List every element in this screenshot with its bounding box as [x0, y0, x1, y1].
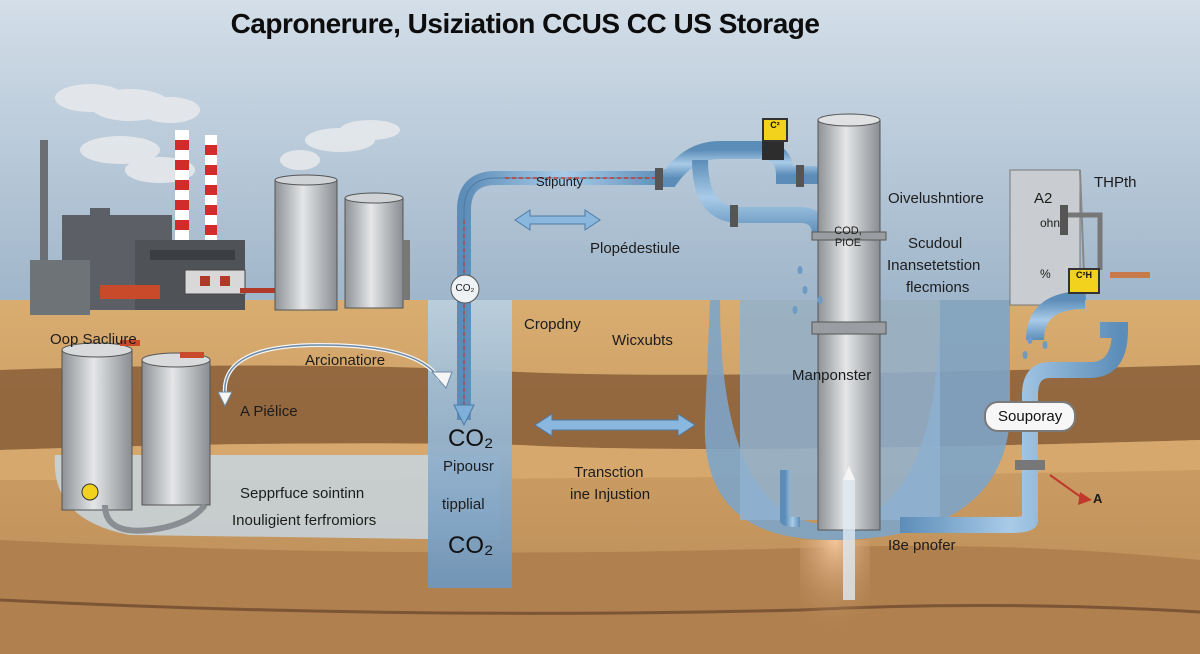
diagram-title: Capronerure, Usiziation CCUS CC US Stora…: [230, 8, 820, 39]
label-co2-pioe: COD, PIOE: [834, 225, 862, 250]
injection-pipe: [450, 171, 665, 427]
label-inouligient: Inouligient ferfromiors: [232, 512, 377, 529]
flow-arrows: [514, 209, 696, 437]
label-manponster: Manponster: [792, 367, 872, 384]
label-co2-bottom: CO₂: [448, 532, 494, 559]
label-co2-circle: CO₂: [455, 283, 475, 294]
gauge-sign-top: C²: [762, 118, 788, 142]
sign-right-text: C²H: [1076, 270, 1092, 280]
well-column: [780, 113, 887, 600]
label-arcionatiore: Arcionatiore: [305, 352, 386, 369]
surface-tanks: [274, 174, 410, 311]
water-droplets: [792, 266, 1048, 359]
label-transction: Transction: [574, 464, 644, 481]
label-co2-top: CO₂: [448, 425, 494, 452]
label-flecmions: flecmions: [906, 279, 970, 296]
label-inansetetstion: Inansetetstion: [887, 257, 981, 274]
label-thpth: THPth: [1094, 174, 1137, 191]
sign-top-text: C²: [770, 120, 780, 130]
label-a-marker: A: [1093, 491, 1103, 506]
label-ine-injustion: ine Injustion: [570, 486, 651, 503]
gauge-sign-right: C²H: [1068, 268, 1100, 294]
deep-soil-layer: [0, 540, 1200, 654]
rock-layer-3: [0, 598, 1200, 615]
label-a-pielice: A Piélice: [240, 403, 298, 420]
label-pipousr: Pipousr: [443, 458, 494, 475]
label-stipunty: Stipunty: [536, 174, 583, 189]
label-i8e-pnofer: I8e pnofer: [888, 537, 956, 554]
label-plopedestiule: Plopédestiule: [590, 240, 681, 257]
label-tipplial: tipplial: [442, 496, 485, 513]
label-oivelushntiore: Oivelushntiore: [888, 190, 984, 207]
smoke-clouds: [55, 84, 400, 183]
label-cropdny: Cropdny: [524, 316, 581, 333]
label-sepprfuce-sointinn: Sepprfuce sointinn: [240, 485, 365, 502]
well-glow: [800, 540, 870, 654]
upper-pipe-network: [655, 140, 828, 236]
label-percent: %: [1040, 267, 1051, 281]
power-plant: [30, 130, 290, 315]
label-ohn: ohn: [1040, 216, 1061, 230]
right-pipe-system: [900, 291, 1129, 533]
label-scudoul: Scudoul: [908, 235, 963, 252]
underground-tanks: [61, 340, 211, 534]
label-a2: A2: [1034, 190, 1053, 207]
label-soupoay: Souporay: [984, 401, 1077, 432]
label-wicxubts: Wicxubts: [612, 332, 673, 349]
label-oop-sacliure: Oop Sacliure: [50, 331, 137, 348]
